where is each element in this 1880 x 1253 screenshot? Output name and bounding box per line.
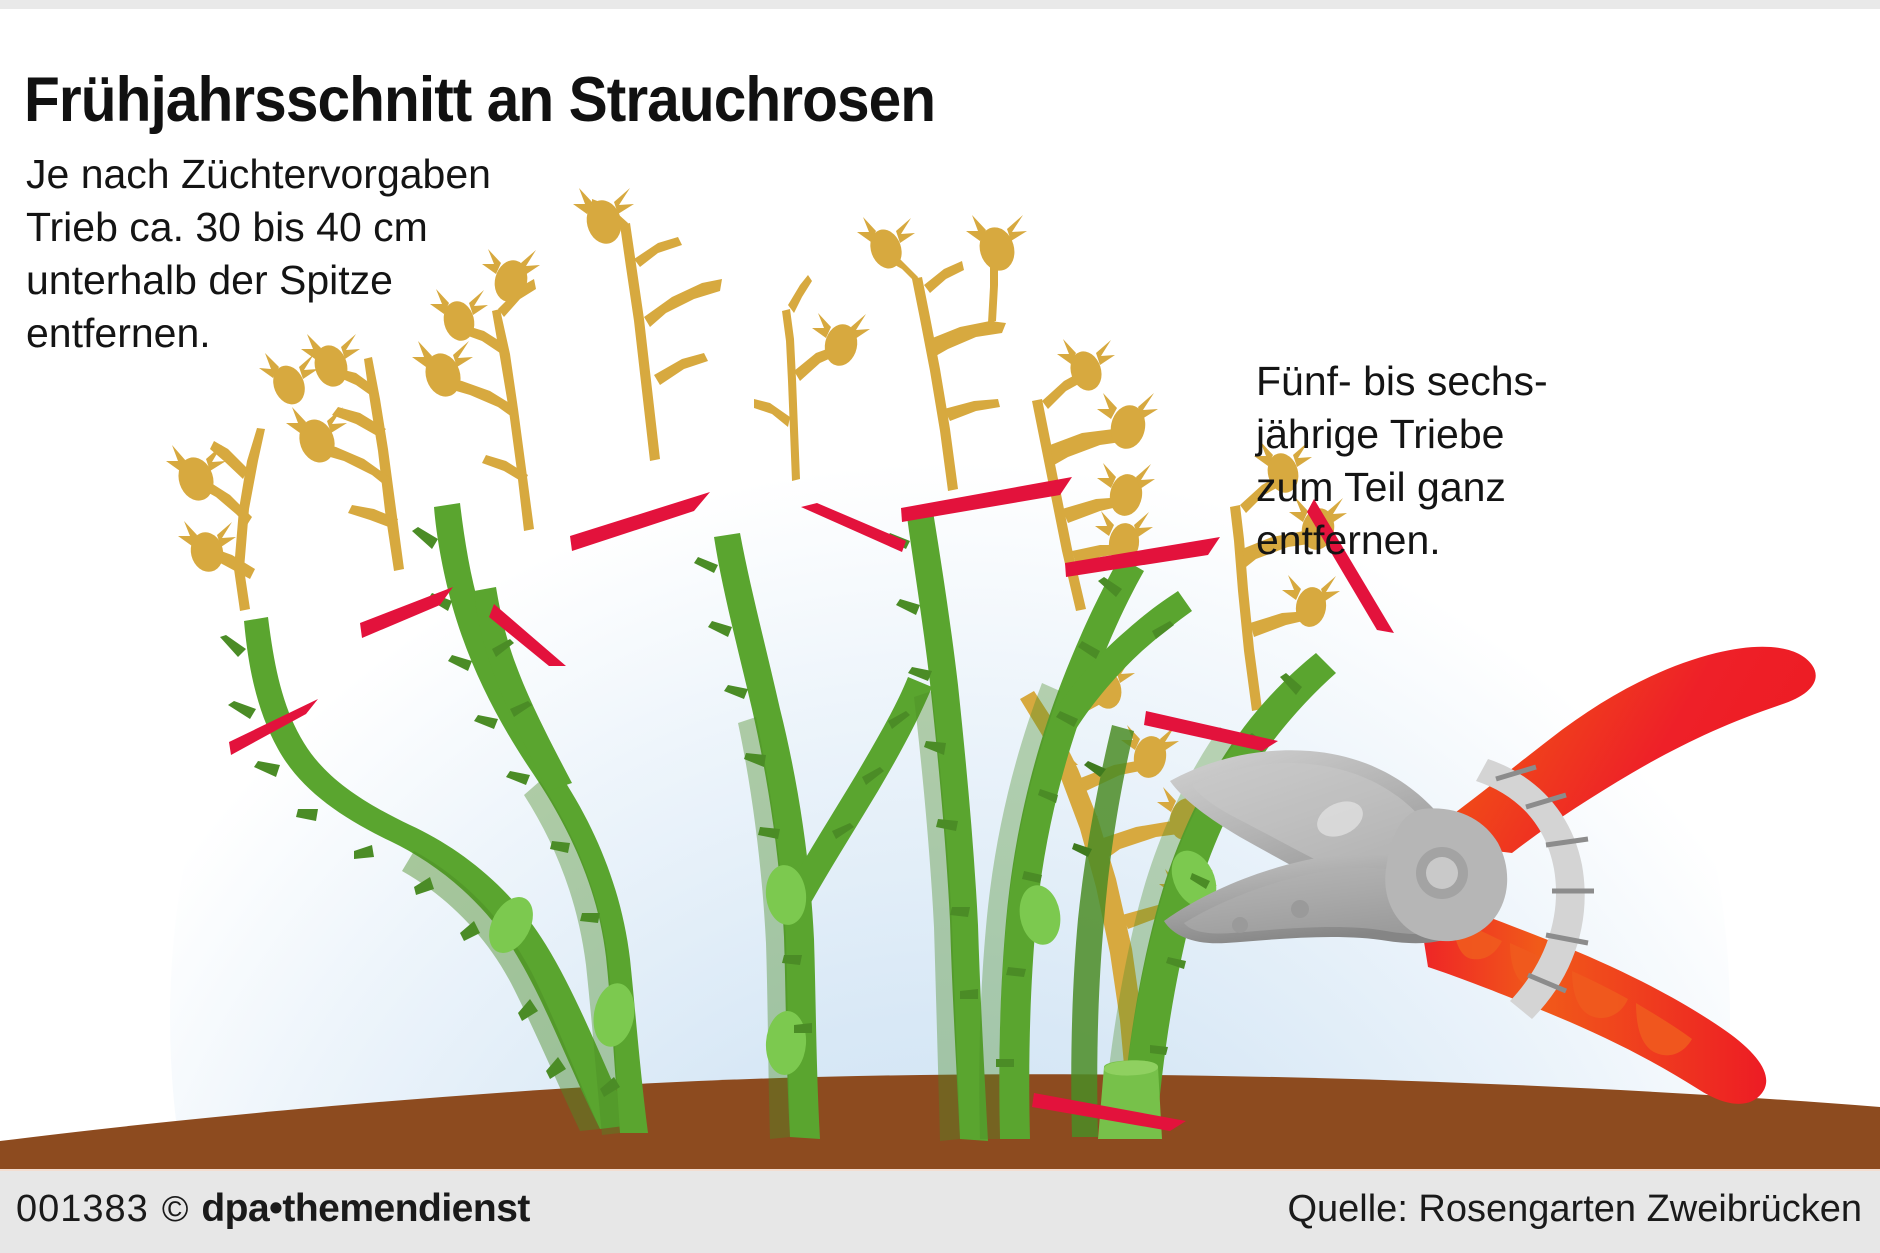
dead-branch	[857, 215, 1027, 491]
soil-ground	[0, 1074, 1880, 1169]
cut-mark	[1307, 499, 1394, 633]
caption-left: Je nach Züchtervorgaben Trieb ca. 30 bis…	[26, 151, 491, 356]
rose-hip	[412, 341, 473, 397]
rose-hip	[166, 445, 226, 501]
rose-hip	[857, 217, 915, 269]
cut-mark	[1032, 1093, 1186, 1131]
rose-hip	[482, 249, 540, 302]
rose-hip	[301, 334, 360, 387]
cut-mark	[1144, 711, 1278, 751]
rose-hip	[1121, 725, 1179, 778]
copyright-icon: ©	[161, 1188, 189, 1229]
rose-hip	[1254, 441, 1312, 493]
green-cane	[979, 557, 1192, 1139]
shear-spring	[1476, 759, 1585, 1019]
dead-branch	[259, 334, 404, 571]
green-cane	[220, 617, 632, 1131]
cut-mark-group	[229, 477, 1394, 1131]
green-cane	[694, 533, 932, 1139]
cut-mark	[489, 604, 566, 666]
green-cane-group	[220, 503, 1336, 1141]
pruning-shears	[1164, 646, 1816, 1104]
source-note: Quelle: Rosengarten Zweibrücken	[1287, 1188, 1862, 1230]
green-cane	[1071, 725, 1134, 1137]
dead-branch-group	[166, 188, 1347, 1087]
dead-branch	[754, 275, 870, 481]
rose-hip	[573, 188, 634, 244]
cut-mark	[360, 587, 453, 638]
rose-hip	[1097, 393, 1158, 449]
rose-hip	[1097, 463, 1155, 516]
rose-hip	[1282, 575, 1340, 627]
brand-name: dpa•themendienst	[201, 1187, 530, 1230]
rose-bush-illustration	[0, 9, 1880, 1169]
dead-branch	[1032, 339, 1158, 611]
page-title: Frühjahrsschnitt an Strauchrosen	[24, 65, 936, 136]
illustration-artboard	[0, 9, 1880, 1169]
dead-branch	[166, 428, 265, 611]
cut-mark	[570, 492, 710, 551]
cut-mark	[229, 699, 318, 755]
rose-hip	[178, 521, 236, 572]
cut-mark	[801, 503, 906, 552]
top-band	[0, 0, 1880, 9]
green-cane	[886, 505, 988, 1141]
graphic-id: 001383	[16, 1188, 149, 1230]
cut-mark	[1065, 537, 1220, 577]
rose-hip	[430, 289, 488, 341]
caption-right: Fünf- bis sechs- jährige Triebe zum Teil…	[1256, 358, 1548, 563]
rose-hip	[286, 407, 347, 463]
rose-hip	[966, 215, 1027, 271]
footer-divider	[0, 1169, 1880, 1171]
footer-bar: 001383 © dpa•themendienst Quelle: Roseng…	[0, 1169, 1880, 1253]
rose-hip	[1057, 339, 1115, 391]
green-cane	[412, 503, 648, 1135]
dead-branch	[412, 249, 540, 531]
dead-branch	[573, 188, 722, 461]
footer-credit: 001383 © dpa•themendienst	[16, 1187, 530, 1231]
cut-mark	[901, 477, 1072, 522]
rose-hip	[812, 313, 870, 366]
